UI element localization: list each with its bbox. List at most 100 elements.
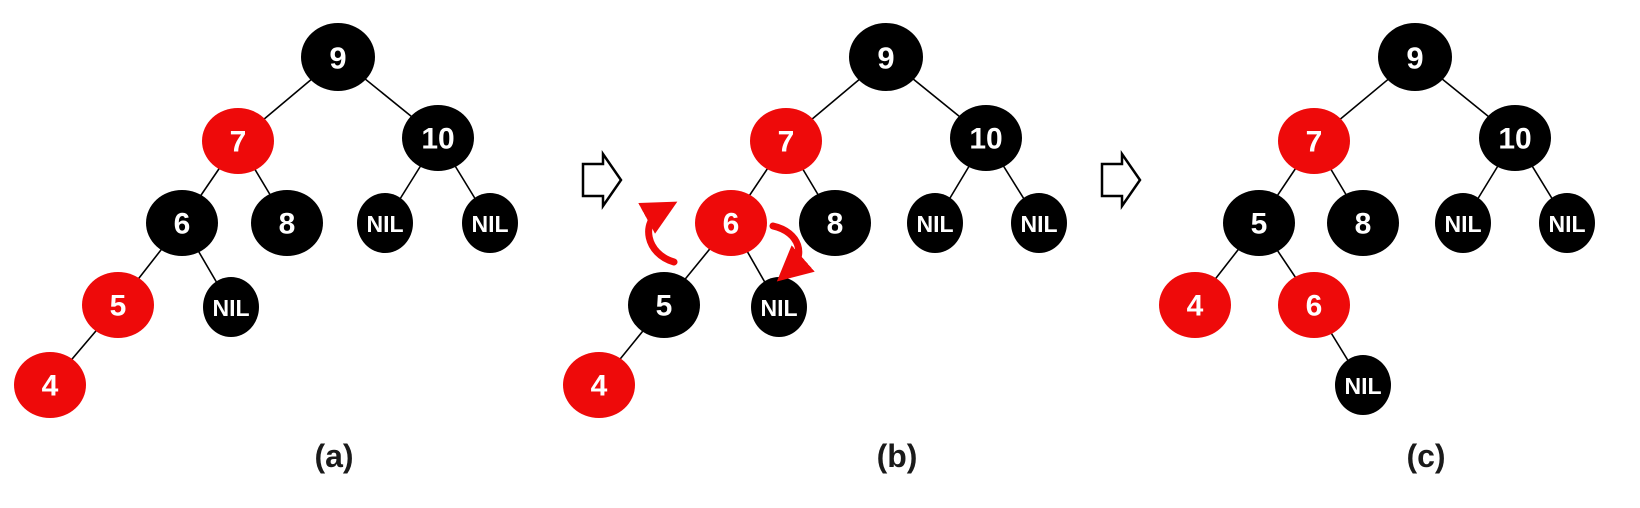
black-node-circle	[301, 23, 375, 91]
transition-arrow-1	[581, 149, 623, 211]
rotate-left-arrow-icon	[638, 201, 678, 266]
tree-node-7: 7	[750, 108, 822, 174]
nil-leaf-node: NIL	[203, 277, 259, 337]
node-label: NIL	[1444, 211, 1481, 237]
node-label: 10	[1498, 123, 1531, 156]
black-node-circle	[1011, 193, 1067, 253]
tree-node-9: 9	[849, 23, 923, 91]
node-label: 4	[1187, 290, 1204, 323]
tree-node-10: 10	[950, 105, 1022, 171]
tree-node-10: 10	[402, 105, 474, 171]
tree-node-5: 5	[82, 272, 154, 338]
node-label: 6	[723, 208, 740, 241]
black-node-circle	[1378, 23, 1452, 91]
red-node-circle	[1278, 108, 1350, 174]
tree-node-4: 4	[563, 352, 635, 418]
black-node-circle	[628, 272, 700, 338]
black-node-circle	[799, 190, 871, 256]
black-node-circle	[751, 277, 807, 337]
node-label: NIL	[760, 295, 797, 321]
node-label: NIL	[366, 211, 403, 237]
tree-node-6: 6	[146, 190, 218, 256]
tree-node-8: 8	[251, 190, 323, 256]
nil-leaf-node: NIL	[1539, 193, 1595, 253]
node-label: 7	[1306, 126, 1323, 159]
black-node-circle	[849, 23, 923, 91]
tree-node-9: 9	[301, 23, 375, 91]
red-node-circle	[82, 272, 154, 338]
tree-node-4: 4	[14, 352, 86, 418]
panel-caption-c: (c)	[1406, 438, 1445, 474]
node-label: 9	[1406, 41, 1423, 76]
nil-leaf-node: NIL	[1335, 355, 1391, 415]
node-label: 9	[877, 41, 894, 76]
node-label: 4	[42, 370, 59, 403]
tree-node-7: 7	[202, 108, 274, 174]
node-label: 6	[174, 208, 191, 241]
nil-leaf-node: NIL	[357, 193, 413, 253]
rotation-arrows	[638, 201, 815, 282]
tree-node-9: 9	[1378, 23, 1452, 91]
nil-leaf-node: NIL	[462, 193, 518, 253]
node-label: 5	[656, 290, 673, 323]
black-node-circle	[1479, 105, 1551, 171]
black-node-circle	[1335, 355, 1391, 415]
tree-node-5: 5	[628, 272, 700, 338]
black-node-circle	[462, 193, 518, 253]
node-label: 10	[421, 123, 454, 156]
tree-node-5: 5	[1223, 190, 1295, 256]
red-node-circle	[695, 190, 767, 256]
node-label: 7	[230, 126, 247, 159]
black-node-circle	[1539, 193, 1595, 253]
node-label: 4	[591, 370, 608, 403]
red-node-circle	[202, 108, 274, 174]
node-label: 6	[1306, 290, 1323, 323]
tree-node-4: 4	[1159, 272, 1231, 338]
black-node-circle	[950, 105, 1022, 171]
black-node-circle	[907, 193, 963, 253]
node-label: 5	[1251, 208, 1268, 241]
red-node-circle	[1278, 272, 1350, 338]
red-node-circle	[563, 352, 635, 418]
black-node-circle	[357, 193, 413, 253]
red-node-circle	[14, 352, 86, 418]
nil-leaf-node: NIL	[907, 193, 963, 253]
tree-node-7: 7	[1278, 108, 1350, 174]
node-label: 7	[778, 126, 795, 159]
node-label: 10	[969, 123, 1002, 156]
red-node-circle	[750, 108, 822, 174]
right-arrow-outline-icon	[1100, 149, 1142, 211]
black-node-circle	[1435, 193, 1491, 253]
rotate-right-arrow-icon	[769, 222, 815, 282]
tree-node-8: 8	[1327, 190, 1399, 256]
black-node-circle	[1327, 190, 1399, 256]
black-node-circle	[251, 190, 323, 256]
node-label: 8	[279, 208, 296, 241]
node-label: NIL	[1344, 373, 1381, 399]
red-node-circle	[1159, 272, 1231, 338]
node-label: NIL	[1020, 211, 1057, 237]
right-arrow-outline-icon	[581, 149, 623, 211]
node-label: 8	[827, 208, 844, 241]
black-node-circle	[1223, 190, 1295, 256]
transition-arrow-2	[1100, 149, 1142, 211]
nil-leaf-node: NIL	[751, 277, 807, 337]
nil-leaf-node: NIL	[1011, 193, 1067, 253]
nil-leaf-node: NIL	[1435, 193, 1491, 253]
node-label: 5	[110, 290, 127, 323]
tree-node-6: 6	[1278, 272, 1350, 338]
panel-caption-b: (b)	[877, 438, 918, 474]
node-label: NIL	[212, 295, 249, 321]
panel-caption-a: (a)	[314, 438, 353, 474]
tree-node-10: 10	[1479, 105, 1551, 171]
black-node-circle	[203, 277, 259, 337]
black-node-circle	[402, 105, 474, 171]
node-label: 9	[329, 41, 346, 76]
node-label: NIL	[1548, 211, 1585, 237]
tree-node-8: 8	[799, 190, 871, 256]
node-label: NIL	[471, 211, 508, 237]
tree-node-6: 6	[695, 190, 767, 256]
node-label: NIL	[916, 211, 953, 237]
